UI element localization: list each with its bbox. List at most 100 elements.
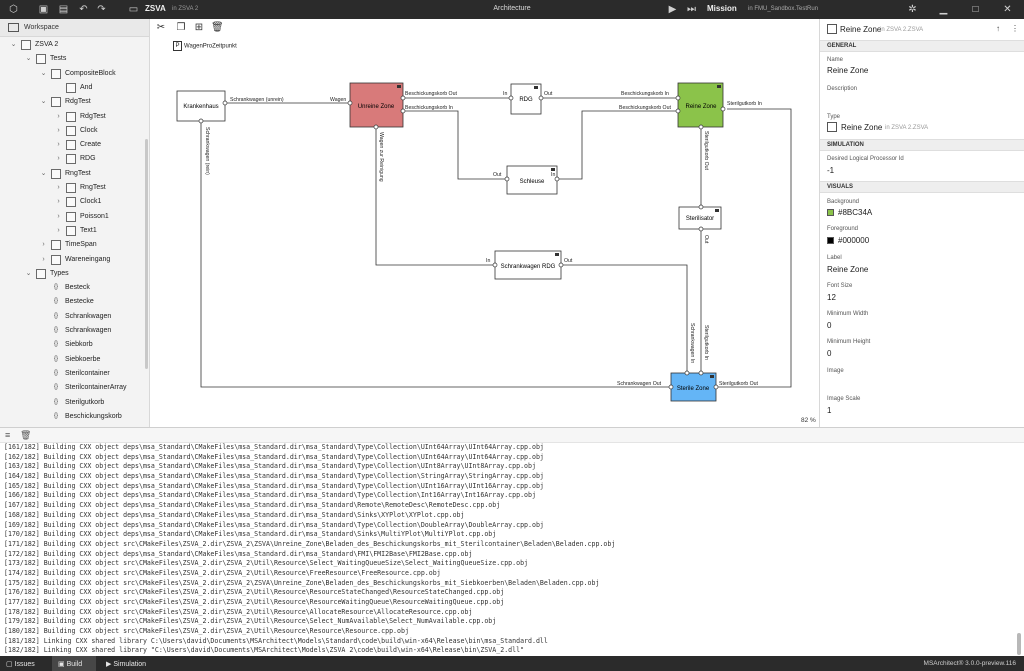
label-label: Label (827, 255, 842, 261)
trash-icon[interactable]: 🗑 (20, 430, 32, 440)
tree-item[interactable]: {}Bestecke (0, 295, 145, 309)
chevron-down-icon[interactable]: ⌄ (40, 98, 47, 106)
tree-item[interactable]: And (0, 81, 145, 95)
port-label: Beschickungskorb Out (405, 91, 457, 97)
chevron-right-icon[interactable]: › (42, 241, 45, 249)
tree-item[interactable]: {}Besteck (0, 281, 145, 295)
tree-item[interactable]: ⌄RngTest (0, 167, 145, 181)
settings-icon[interactable]: ✲ (908, 4, 917, 15)
build-log[interactable]: [161/182] Building CXX object deps\msa_S… (4, 443, 1014, 655)
log-line: [163/182] Building CXX object deps\msa_S… (4, 462, 536, 471)
chevron-right-icon[interactable]: › (57, 226, 60, 234)
tab-build[interactable]: ▣ Build (52, 656, 96, 671)
tree-item[interactable]: ›Create (0, 138, 145, 152)
tree-item[interactable]: ›RdgTest (0, 110, 145, 124)
section-simulation[interactable]: SIMULATION (820, 139, 1024, 151)
tree-item[interactable]: ⌄RdgTest (0, 95, 145, 109)
log-line: [177/182] Building CXX object src\CMakeF… (4, 598, 505, 606)
save-all-icon[interactable]: ▤ (58, 4, 69, 15)
undo-icon[interactable]: ↶ (79, 4, 88, 15)
label-value[interactable]: Reine Zone (827, 265, 869, 274)
mission-location: in FMU_Sandbox.TestRun (748, 6, 819, 12)
project-name[interactable]: ZSVA (145, 4, 166, 13)
chevron-right-icon[interactable]: › (57, 198, 60, 206)
block-icon (66, 125, 76, 136)
tree-item[interactable]: {}Schrankwagen (0, 324, 145, 338)
tree-item[interactable]: {}Beschickungskorb (0, 410, 145, 424)
maximize-icon[interactable]: □ (972, 4, 979, 15)
tree-item[interactable]: ⌄ZSVA 2 (0, 38, 145, 52)
chevron-down-icon[interactable]: ⌄ (40, 69, 47, 77)
properties-subtitle: in ZSVA 2.ZSVA (880, 27, 924, 33)
tree-item[interactable]: {}Schrankwagen (0, 310, 145, 324)
tree-item[interactable]: ⌄CompositeBlock (0, 67, 145, 81)
tree-item[interactable]: ⌄Types (0, 267, 145, 281)
block-krankenhaus: Krankenhaus (176, 90, 226, 122)
min-width-value[interactable]: 0 (827, 321, 832, 330)
background-swatch[interactable] (827, 209, 834, 217)
more-icon[interactable]: ⋮ (1011, 24, 1019, 33)
tree-item[interactable]: ›Clock (0, 124, 145, 138)
redo-icon[interactable]: ↷ (97, 4, 106, 15)
tab-issues[interactable]: ▢ Issues (6, 656, 48, 671)
tree-item[interactable]: ›RDG (0, 152, 145, 166)
background-field[interactable]: #8BC34A (827, 208, 872, 217)
foreground-swatch[interactable] (827, 237, 834, 245)
console-scrollbar[interactable] (1017, 633, 1021, 655)
foreground-field[interactable]: #000000 (827, 236, 869, 245)
tree-item[interactable]: ›TimeSpan (0, 238, 145, 252)
arrow-up-icon[interactable]: ↑ (996, 24, 1000, 33)
close-icon[interactable]: ✕ (1003, 4, 1012, 15)
tree-item[interactable]: {}Sterilgutkorb (0, 396, 145, 410)
run-icon[interactable]: ▶ (668, 4, 677, 15)
processor-value[interactable]: -1 (827, 166, 835, 175)
tree-item[interactable]: ›Text1 (0, 224, 145, 238)
clear-filter-icon[interactable]: ≡ (5, 430, 11, 440)
chevron-right-icon[interactable]: › (42, 255, 45, 263)
mission-label[interactable]: Mission (707, 4, 737, 13)
font-size-value[interactable]: 12 (827, 293, 836, 302)
connection-lines (200, 97, 792, 388)
tree-item[interactable]: {}SterilcontainerArray (0, 381, 145, 395)
cut-icon[interactable]: ✂ (156, 22, 166, 33)
copy-icon[interactable]: ❐ (176, 22, 186, 33)
chevron-down-icon[interactable]: ⌄ (40, 169, 47, 177)
tree-item[interactable]: {}Siebkoerbe (0, 353, 145, 367)
chevron-right-icon[interactable]: › (57, 155, 60, 163)
tree-item-label: Wareneingang (65, 255, 111, 263)
tree-item[interactable]: {}Sterilcontainer (0, 367, 145, 381)
tree-scrollbar[interactable] (145, 139, 148, 369)
tree-item[interactable]: ›Clock1 (0, 195, 145, 209)
step-icon[interactable]: ⏭ (687, 4, 696, 15)
chevron-down-icon[interactable]: ⌄ (25, 55, 32, 63)
tree-item[interactable]: ›RngTest (0, 181, 145, 195)
delete-icon[interactable]: 🗑 (211, 22, 224, 33)
image-scale-value[interactable]: 1 (827, 406, 832, 415)
section-visuals[interactable]: VISUALS (820, 181, 1024, 193)
block-corner-icons (397, 85, 721, 378)
save-icon[interactable]: ▣ (38, 4, 49, 15)
minimize-icon[interactable]: ▁ (939, 4, 948, 15)
chevron-right-icon[interactable]: › (57, 184, 60, 191)
section-general[interactable]: GENERAL (820, 40, 1024, 52)
min-height-value[interactable]: 0 (827, 349, 832, 358)
issues-icon: ▢ (6, 661, 13, 668)
type-value[interactable]: Reine Zone (841, 123, 883, 132)
chevron-right-icon[interactable]: › (57, 126, 60, 134)
chevron-down-icon[interactable]: ⌄ (10, 41, 17, 48)
tree-item[interactable]: {}Siebkorb (0, 338, 145, 352)
tab-simulation[interactable]: ▶ Simulation (106, 656, 166, 671)
tree-item[interactable]: ›Poisson1 (0, 210, 145, 224)
chevron-right-icon[interactable]: › (57, 212, 60, 220)
log-line: [169/182] Building CXX object deps\msa_S… (4, 520, 544, 529)
name-value[interactable]: Reine Zone (827, 66, 869, 75)
chevron-right-icon[interactable]: › (57, 141, 60, 149)
paste-icon[interactable]: ⊞ (194, 22, 204, 33)
tree-item[interactable]: › Wareneingang (0, 253, 145, 267)
zoom-level[interactable]: 82 % (801, 417, 816, 424)
chevron-right-icon[interactable]: › (57, 112, 60, 120)
chevron-down-icon[interactable]: ⌄ (25, 269, 32, 277)
tree-item[interactable]: ⌄Tests (0, 52, 145, 66)
